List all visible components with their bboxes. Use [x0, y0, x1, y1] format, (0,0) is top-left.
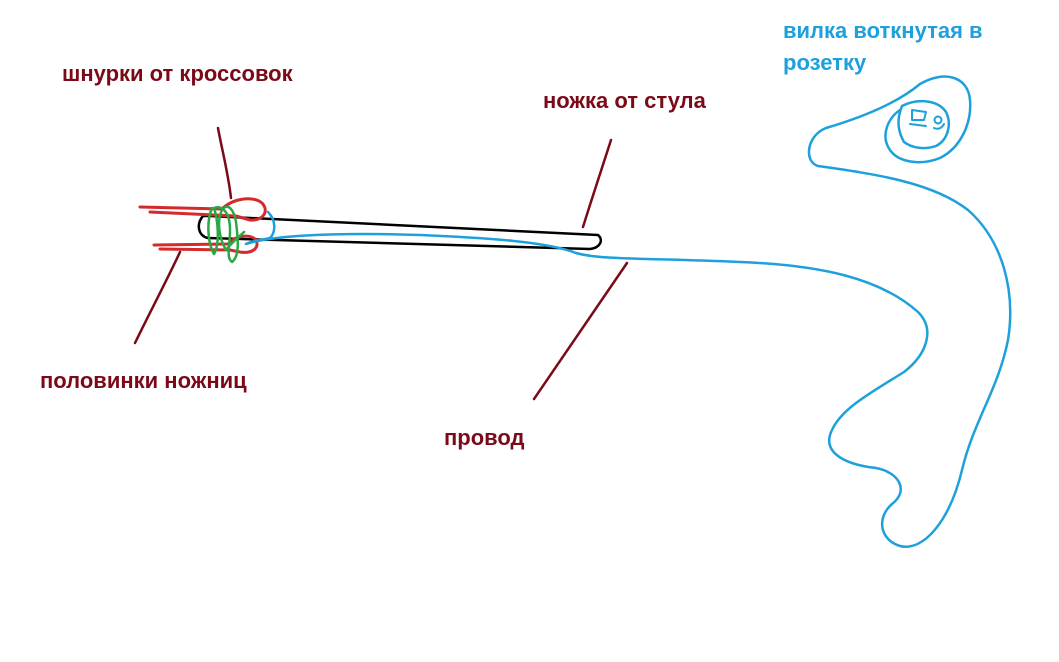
wire — [244, 75, 1012, 548]
scissor-half-top — [138, 197, 267, 222]
plug-prong — [909, 109, 927, 127]
leader-line-chair-leg — [581, 138, 613, 229]
socket-hole — [933, 115, 943, 125]
label-chair-leg: ножка от стула — [543, 88, 706, 113]
shoelaces — [207, 205, 246, 264]
label-shoelaces: шнурки от кроссовок — [62, 61, 293, 86]
label-wire: провод — [444, 425, 525, 450]
leader-line-laces — [216, 126, 233, 200]
leader-line-scissors — [133, 250, 182, 345]
label-plug-in-socket: вилка воткнутая в розетку — [783, 18, 983, 75]
leader-line-wire — [532, 261, 629, 401]
socket-hole-mark — [933, 123, 945, 130]
plug-in-socket — [897, 99, 950, 150]
chair-leg — [197, 214, 602, 251]
socket-outline — [897, 99, 950, 150]
label-scissor-halves: половинки ножниц — [40, 368, 247, 393]
